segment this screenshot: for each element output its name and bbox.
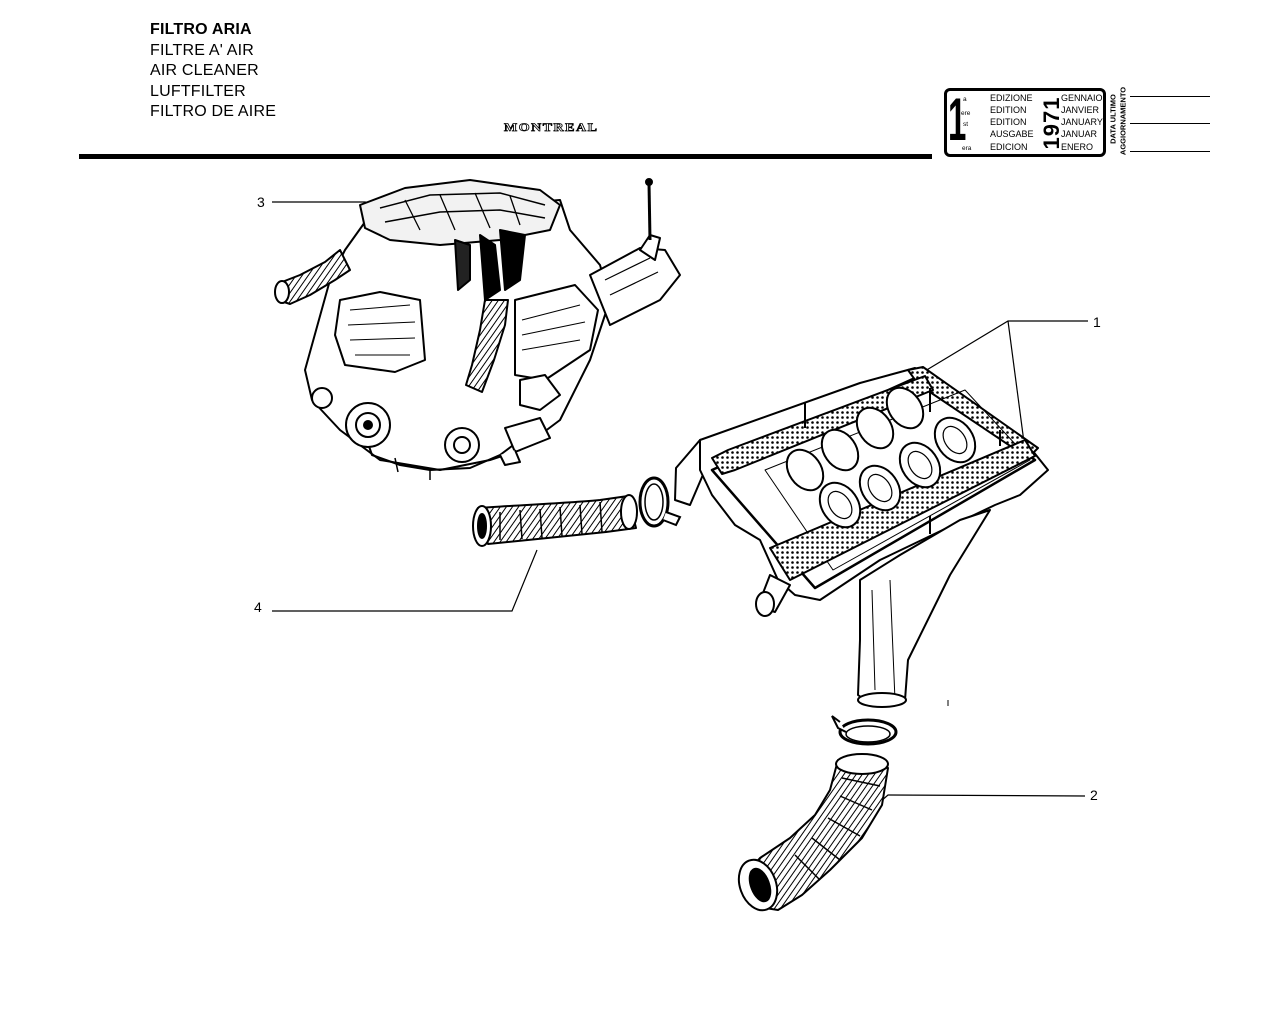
edition-word: EDITION bbox=[990, 117, 1027, 127]
edition-month: JANUAR bbox=[1061, 129, 1098, 139]
air-cleaner-assembly bbox=[674, 366, 1049, 708]
edition-ordinal: . bbox=[963, 131, 965, 138]
brand-logo: MONTREAL bbox=[504, 122, 599, 135]
intake-hose-lower bbox=[737, 753, 889, 912]
update-line bbox=[1130, 96, 1210, 97]
hose-clamp-lower bbox=[831, 715, 898, 746]
callout-1: 1 bbox=[1093, 314, 1101, 330]
intake-hose-upper bbox=[472, 494, 638, 547]
edition-ordinal: st bbox=[963, 121, 969, 128]
title-italian: FILTRO ARIA bbox=[150, 21, 252, 38]
edition-word: AUSGABE bbox=[990, 129, 1034, 139]
title-french: FILTRE A' AIR bbox=[150, 41, 255, 59]
engine-assembly bbox=[274, 178, 681, 480]
edition-word: EDITION bbox=[990, 105, 1027, 115]
edition-ordinal: a bbox=[963, 96, 967, 103]
edition-ordinal: ere bbox=[961, 110, 971, 117]
edition-word: EDIZIONE bbox=[990, 93, 1033, 103]
callout-4: 4 bbox=[254, 599, 262, 615]
update-line bbox=[1130, 123, 1210, 124]
title-spanish: FILTRO DE AIRE bbox=[150, 103, 277, 120]
edition-month: ENERO bbox=[1061, 142, 1094, 152]
title-english: AIR CLEANER bbox=[150, 62, 259, 79]
edition-ordinal: era bbox=[962, 145, 972, 152]
callout-3: 3 bbox=[257, 194, 265, 210]
edition-month: JANUARY bbox=[1061, 117, 1103, 127]
hose-clamp-upper bbox=[638, 476, 682, 528]
title-block: FILTRO ARIA FILTRE A' AIR AIR CLEANER LU… bbox=[150, 20, 276, 123]
title-german: LUFTFILTER bbox=[150, 82, 246, 100]
edition-month: JANVIER bbox=[1061, 105, 1100, 115]
callout-2: 2 bbox=[1090, 787, 1098, 803]
update-line bbox=[1130, 151, 1210, 152]
edition-number: 1 bbox=[948, 86, 967, 153]
leader-line-4 bbox=[272, 549, 538, 612]
edition-word: EDICION bbox=[990, 142, 1028, 152]
leader-line-1 bbox=[1007, 320, 1026, 451]
leader-line-1 bbox=[924, 320, 1088, 372]
edition-box bbox=[944, 88, 1106, 157]
leader-line-2 bbox=[879, 794, 1086, 803]
edition-month: GENNAIO bbox=[1061, 93, 1103, 103]
header-rule bbox=[79, 154, 932, 159]
